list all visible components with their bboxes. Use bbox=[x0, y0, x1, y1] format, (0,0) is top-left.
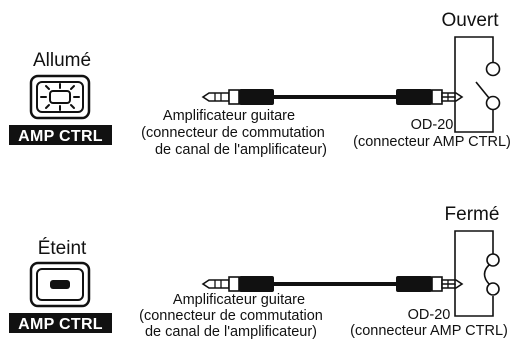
amp-caption-1-line3: de canal de l'amplificateur) bbox=[155, 142, 327, 158]
cable-icon-2 bbox=[201, 276, 464, 292]
amp-ctrl-badge: AMP CTRL bbox=[18, 128, 103, 145]
amp-caption-1-line2: (connecteur de commutation bbox=[141, 125, 325, 141]
od-caption-2-line1: OD-20 bbox=[408, 307, 451, 323]
panel-off: Éteint AMP CTRL bbox=[9, 204, 508, 340]
cable-icon bbox=[201, 89, 464, 105]
state-label-on: Allumé bbox=[33, 50, 91, 71]
amp-ctrl-badge-2: AMP CTRL bbox=[18, 316, 103, 333]
od-caption-1-line2: (connecteur AMP CTRL) bbox=[353, 134, 511, 150]
panel-on: Allumé AMP CTRL bbox=[9, 10, 511, 158]
switch-closed-icon bbox=[442, 230, 500, 317]
amp-ctrl-badge-bg bbox=[9, 125, 112, 145]
amp-caption-1-line1: Amplificateur guitare bbox=[163, 108, 295, 124]
amp-caption-2-line1: Amplificateur guitare bbox=[173, 292, 305, 308]
state-label-off: Éteint bbox=[38, 238, 87, 259]
switch-open-icon bbox=[442, 36, 501, 133]
led-indicator-off-icon bbox=[29, 261, 91, 308]
od-caption-2-line2: (connecteur AMP CTRL) bbox=[350, 323, 508, 339]
amp-caption-2-line3: de canal de l'amplificateur) bbox=[145, 324, 317, 339]
amp-ctrl-badge-bg-2 bbox=[9, 313, 112, 333]
switch-label-closed: Fermé bbox=[445, 204, 500, 225]
amp-caption-2-line2: (connecteur de commutation bbox=[139, 308, 323, 324]
od-caption-1-line1: OD-20 bbox=[411, 117, 454, 133]
switch-label-open: Ouvert bbox=[441, 10, 499, 31]
led-indicator-on-icon bbox=[29, 74, 91, 120]
